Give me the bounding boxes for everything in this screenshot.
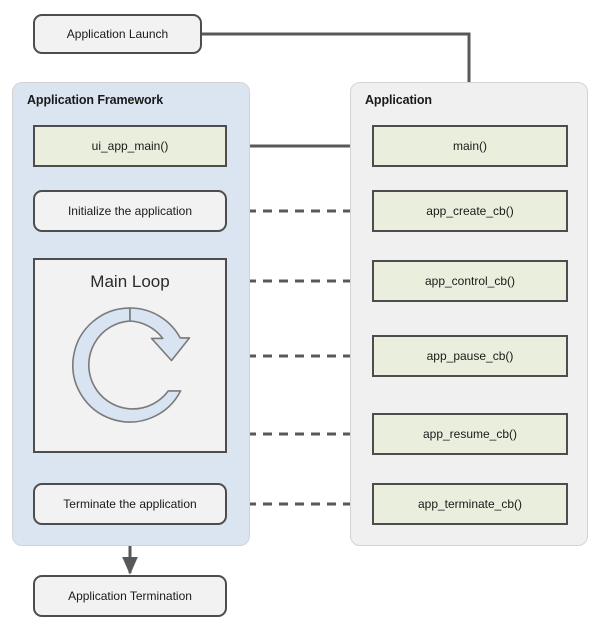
- node-label-app-control-cb: app_control_cb(): [424, 274, 516, 288]
- node-app-control-cb[interactable]: app_control_cb(): [372, 260, 568, 302]
- node-initialize-the-application[interactable]: Initialize the application: [33, 190, 227, 232]
- panel-title-application: Application: [365, 93, 432, 107]
- node-label-app-pause-cb: app_pause_cb(): [426, 349, 514, 363]
- node-app-terminate-cb[interactable]: app_terminate_cb(): [372, 483, 568, 525]
- node-ui-app-main[interactable]: ui_app_main(): [33, 125, 227, 167]
- node-app-create-cb[interactable]: app_create_cb(): [372, 190, 568, 232]
- node-label-application-termination: Application Termination: [68, 589, 192, 603]
- node-main-loop[interactable]: Main Loop: [33, 258, 227, 453]
- node-label-main-loop: Main Loop: [90, 272, 170, 291]
- node-label-terminate-the-application: Terminate the application: [63, 497, 197, 511]
- node-label-main: main(): [452, 139, 487, 153]
- node-label-application-launch: Application Launch: [66, 27, 169, 41]
- node-application-termination[interactable]: Application Termination: [33, 575, 227, 617]
- node-terminate-the-application[interactable]: Terminate the application: [33, 483, 227, 525]
- node-label-initialize-the-application: Initialize the application: [67, 204, 193, 218]
- node-label-app-create-cb: app_create_cb(): [426, 204, 514, 218]
- panel-title-application-framework: Application Framework: [27, 93, 164, 107]
- node-app-resume-cb[interactable]: app_resume_cb(): [372, 413, 568, 455]
- node-label-ui-app-main: ui_app_main(): [91, 139, 169, 153]
- node-label-app-terminate-cb: app_terminate_cb(): [417, 497, 523, 511]
- node-application-launch[interactable]: Application Launch: [33, 14, 202, 54]
- circular-refresh-arrow-icon: [67, 302, 193, 431]
- node-app-pause-cb[interactable]: app_pause_cb(): [372, 335, 568, 377]
- node-main[interactable]: main(): [372, 125, 568, 167]
- node-label-app-resume-cb: app_resume_cb(): [422, 427, 518, 441]
